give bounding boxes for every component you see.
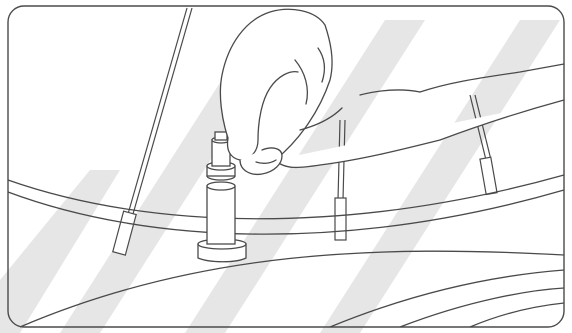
valve-thread [207, 182, 235, 190]
tire-curve [400, 288, 564, 327]
valve-tip [215, 132, 227, 140]
valve-body [207, 186, 235, 244]
spoke-nipple [480, 157, 497, 194]
tire-curve [470, 303, 564, 327]
spoke-nipple [335, 198, 346, 240]
